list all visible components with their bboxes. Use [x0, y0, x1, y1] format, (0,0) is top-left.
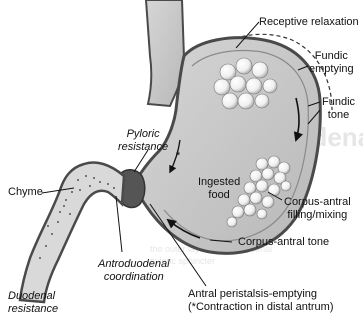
ingested-food-label: Ingested food — [198, 176, 240, 202]
fundic-emptying-line-1: Fundic — [309, 50, 354, 63]
fundic-emptying-label: Fundic emptying — [309, 50, 354, 76]
antroduodenal-coordination-line-2: coordination — [98, 271, 170, 284]
chyme-label: Chyme — [8, 186, 43, 199]
antroduodenal-coordination-line-1: Antroduodenal — [98, 258, 170, 271]
asterisk-marker: * — [176, 150, 180, 163]
fundic-tone-line-1: Fundic — [322, 96, 355, 109]
pyloric-resistance-line-2: resistance — [118, 141, 168, 154]
ingested-food-line-1: Ingested — [198, 176, 240, 189]
fundic-tone-label: Fundic tone — [322, 96, 355, 122]
ingested-food-line-2: food — [198, 189, 240, 202]
corpus-antral-tone-label: Corpus-antral tone — [238, 236, 329, 249]
fundic-tone-line-2: tone — [322, 109, 355, 122]
corpus-antral-filling-label: Corpus-antral filling/mixing — [284, 196, 351, 222]
duodenal-resistance-line-2: resistance — [8, 303, 58, 316]
antral-peristalsis-line-2: (*Contraction in distal antrum) — [188, 301, 334, 314]
duodenal-resistance-line-1: Duodenal — [8, 290, 58, 303]
antral-peristalsis-line-1: Antral peristalsis-emptying — [188, 288, 334, 301]
antroduodenal-coordination-label: Antroduodenal coordination — [98, 258, 170, 284]
corpus-antral-filling-line-1: Corpus-antral — [284, 196, 351, 209]
pyloric-resistance-line-1: Pyloric — [118, 128, 168, 141]
antral-peristalsis-label: Antral peristalsis-emptying (*Contractio… — [188, 288, 334, 314]
pyloric-resistance-label: Pyloric resistance — [118, 128, 168, 154]
duodenal-resistance-label: Duodenal resistance — [8, 290, 58, 316]
fundic-emptying-line-2: emptying — [309, 63, 354, 76]
corpus-antral-filling-line-2: filling/mixing — [284, 209, 351, 222]
receptive-relaxation-label: Receptive relaxation — [259, 16, 359, 29]
